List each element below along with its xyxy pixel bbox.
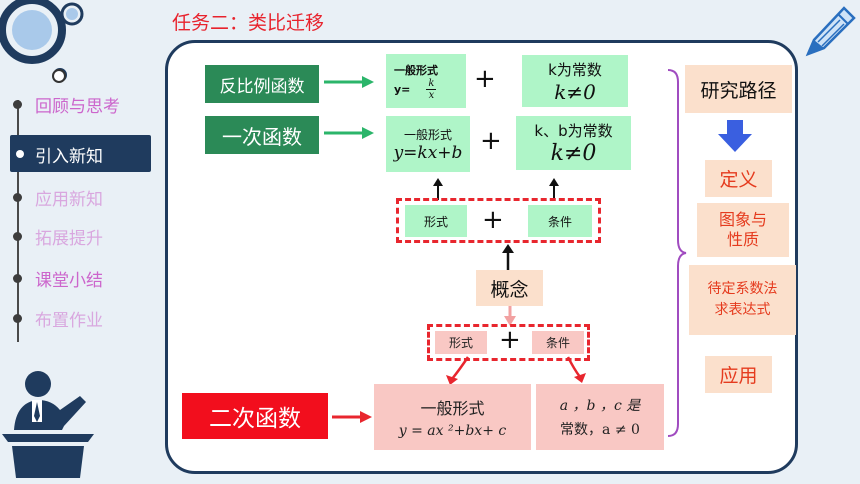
nav-ring-icon [52, 69, 66, 83]
fraction-denominator: x [428, 89, 435, 101]
up-arrow-icon [433, 178, 443, 200]
inverse-general-form: 一般形式 y= k x [386, 54, 466, 108]
condition-line: a ，b ，c 是 [559, 398, 641, 414]
down-arrow-icon [718, 120, 752, 152]
plus-sign: + [474, 64, 496, 94]
form-title: 一般形式 [394, 63, 438, 77]
up-arrow-icon [549, 178, 559, 200]
form-condition-group [396, 198, 601, 243]
path-step-definition: 定义 [705, 160, 772, 197]
nav-item-review[interactable]: 回顾与思考 [35, 97, 120, 117]
path-step-graph-properties: 图象与 性质 [697, 203, 789, 257]
condition-box: 条件 [528, 205, 592, 237]
nav-item-homework[interactable]: 布置作业 [35, 311, 103, 331]
form-box: 形式 [405, 205, 467, 237]
pen-icon [805, 6, 856, 57]
linear-condition: k、b为常数 k≠0 [516, 116, 631, 170]
down-arrow-icon [504, 306, 516, 326]
right-arrow-icon [324, 76, 374, 88]
plus-sign: + [482, 205, 504, 235]
nav-item-label: 引入新知 [35, 147, 103, 167]
nav-item-extend[interactable]: 拓展提升 [35, 229, 103, 249]
path-step-application: 应用 [705, 356, 772, 393]
condition-value: k≠0 [550, 141, 597, 166]
condition-box: 条件 [532, 331, 584, 354]
slide-title: 任务二：类比迁移 [172, 12, 325, 34]
nav-dot [13, 232, 22, 241]
form-prefix: y= [394, 82, 411, 96]
nav-timeline-line [17, 100, 19, 342]
form-title: 一般形式 [420, 399, 485, 418]
plus-sign: + [499, 325, 521, 355]
brace-bracket [667, 69, 687, 437]
decorative-circles [0, 0, 84, 82]
fraction-numerator: k [428, 77, 435, 89]
form-value: y = ax ²+bx+ c [398, 423, 507, 439]
nav-item-introduce[interactable]: 引入新知 [10, 135, 151, 172]
concept-box: 概念 [476, 270, 543, 306]
up-arrow-icon [502, 244, 514, 270]
plus-sign: + [480, 126, 502, 156]
path-step-undetermined-coefficients: 待定系数法 求表达式 [689, 265, 796, 335]
quadratic-condition: a ，b ，c 是 常数，a ≠ 0 [536, 384, 664, 450]
linear-general-form: 一般形式 y=kx+b [386, 116, 470, 172]
nav-dot [13, 314, 22, 323]
form-box: 形式 [435, 331, 487, 354]
form-condition-group [427, 324, 590, 361]
nav-item-apply[interactable]: 应用新知 [35, 190, 103, 210]
inverse-proportion-label: 反比例函数 [205, 65, 319, 103]
nav-dot [13, 274, 22, 283]
quadratic-function-label: 二次函数 [182, 393, 328, 439]
quadratic-general-form: 一般形式 y = ax ²+bx+ c [374, 384, 531, 450]
nav-dot [16, 150, 24, 158]
condition-title: k、b为常数 [534, 122, 613, 140]
form-title: 一般形式 [403, 127, 452, 142]
linear-function-label: 一次函数 [205, 116, 319, 154]
nav-dot [13, 193, 22, 202]
nav-item-summary[interactable]: 课堂小结 [35, 271, 103, 291]
right-arrow-icon [332, 411, 372, 423]
form-value: y=kx+b [393, 142, 463, 163]
split-arrows-icon [446, 356, 586, 385]
condition-title: k为常数 [548, 60, 602, 79]
inverse-condition: k为常数 k≠0 [522, 55, 628, 107]
condition-value: k≠0 [554, 79, 596, 104]
right-arrow-icon [324, 127, 374, 139]
condition-line: 常数，a ≠ 0 [560, 422, 640, 438]
nav-dot [13, 100, 22, 109]
research-path-title: 研究路径 [685, 65, 792, 113]
teacher-icon [2, 371, 94, 478]
